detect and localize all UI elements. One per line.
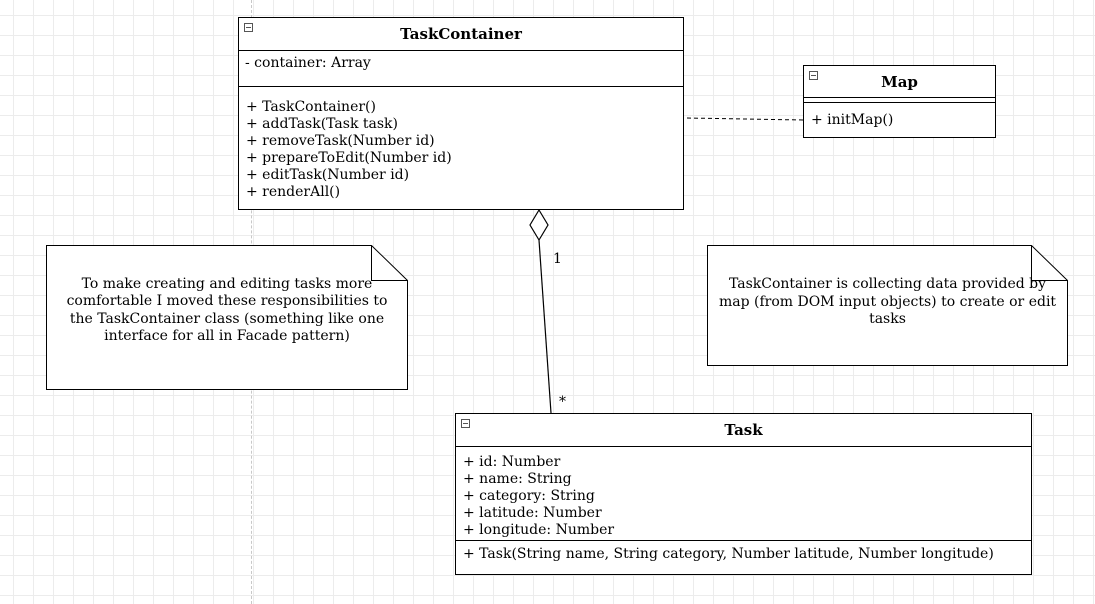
aggregation-diamond bbox=[529, 208, 549, 242]
class-map[interactable]: Map + initMap() bbox=[803, 65, 996, 138]
dependency-line bbox=[686, 117, 804, 121]
class-header: TaskContainer bbox=[239, 18, 683, 51]
methods-section: + initMap() bbox=[804, 103, 995, 133]
method: + renderAll() bbox=[246, 184, 341, 200]
method: + initMap() bbox=[811, 112, 894, 128]
attribute: + name: String bbox=[463, 471, 572, 487]
attribute: + longitude: Number bbox=[463, 522, 615, 538]
collapse-icon[interactable] bbox=[809, 71, 818, 80]
class-name: TaskContainer bbox=[400, 25, 522, 43]
class-name: Task bbox=[724, 421, 763, 439]
attributes-section bbox=[804, 98, 995, 103]
method: + removeTask(Number id) bbox=[246, 133, 435, 149]
note-text: TaskContainer is collecting data provide… bbox=[718, 276, 1057, 328]
attributes-section: - container: Array bbox=[239, 51, 683, 87]
method: + Task(String name, String category, Num… bbox=[463, 546, 994, 562]
note-shape bbox=[46, 245, 408, 390]
multiplicity-source: 1 bbox=[553, 251, 562, 267]
attribute: - container: Array bbox=[245, 55, 371, 71]
methods-section: + Task(String name, String category, Num… bbox=[456, 541, 1031, 567]
class-task[interactable]: Task + id: Number + name: String + categ… bbox=[455, 413, 1032, 575]
method: + addTask(Task task) bbox=[246, 116, 398, 132]
collapse-icon[interactable] bbox=[244, 23, 253, 32]
class-taskcontainer[interactable]: TaskContainer - container: Array + TaskC… bbox=[238, 17, 684, 210]
attribute: + id: Number bbox=[463, 454, 561, 470]
method: + editTask(Number id) bbox=[246, 167, 410, 183]
method: + TaskContainer() bbox=[246, 99, 376, 115]
attribute: + category: String bbox=[463, 488, 595, 504]
collapse-icon[interactable] bbox=[461, 419, 470, 428]
attribute: + latitude: Number bbox=[463, 505, 602, 521]
methods-section: + TaskContainer() + addTask(Task task) +… bbox=[239, 87, 683, 205]
note-facade[interactable]: To make creating and editing tasks more … bbox=[46, 245, 408, 390]
class-header: Map bbox=[804, 66, 995, 98]
attributes-section: + id: Number + name: String + category: … bbox=[456, 447, 1031, 541]
class-name: Map bbox=[881, 72, 918, 91]
aggregation-line bbox=[538, 239, 552, 414]
class-header: Task bbox=[456, 414, 1031, 447]
note-shape bbox=[707, 245, 1068, 366]
method: + prepareToEdit(Number id) bbox=[246, 150, 452, 166]
note-text: To make creating and editing tasks more … bbox=[66, 275, 388, 345]
note-map-data[interactable]: TaskContainer is collecting data provide… bbox=[707, 245, 1068, 366]
multiplicity-target: * bbox=[559, 394, 566, 410]
